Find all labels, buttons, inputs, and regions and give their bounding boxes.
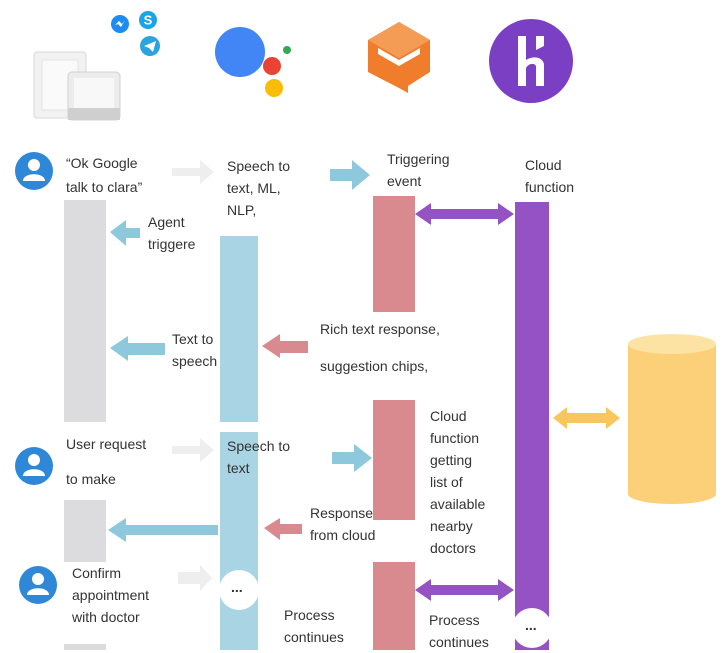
cloud-function-doctors-line-2: function (430, 430, 480, 446)
flow-arrow-ghost-3 (178, 565, 212, 591)
rich-text-response-line-1: Rich text response, (320, 321, 440, 337)
user-request-line-1: User request (66, 436, 147, 452)
flow-arrow-to-user (108, 518, 218, 542)
confirm-appointment-line-1: Confirm (72, 565, 122, 581)
devices-messaging-icon: S (28, 8, 168, 130)
confirm-appointment-line-3: with doctor (72, 609, 140, 625)
flow-arrow-to-dialogflow-2 (332, 444, 372, 472)
speech-ml-line-3: NLP, (227, 202, 257, 218)
assistant-lane-bar-2 (220, 432, 258, 650)
rich-text-response-line-2: suggestion chips, (320, 358, 429, 374)
user-device-lane-bar-3 (64, 644, 106, 650)
triggering-event-line-1: Triggering (387, 151, 450, 167)
flow-arrow-agent-triggered (110, 220, 140, 246)
user-icon (19, 566, 57, 604)
agent-triggered-line-2: triggere (148, 236, 196, 252)
user-icon (15, 152, 53, 190)
agent-triggered-line-1: Agent (148, 214, 185, 230)
flow-arrow-rich-response (262, 334, 308, 358)
cloud-function-doctors-line-3: getting (430, 452, 473, 468)
flow-arrow-webhook-2 (415, 579, 514, 601)
response-from-cloud-line-2: from cloud (310, 527, 376, 543)
cloud-function-lane-bar (515, 202, 549, 650)
flow-arrow-text-to-speech (110, 336, 165, 361)
user-device-lane-bar-2 (64, 500, 106, 562)
process-continues-2-line-1: Process (429, 612, 480, 628)
user-icon (15, 447, 53, 485)
dialogflow-lane-bar-2 (373, 400, 415, 520)
svg-text:S: S (144, 13, 153, 28)
user-request-line-2: to make (66, 471, 116, 487)
cloud-function-doctors-line-6: nearby (430, 518, 473, 534)
cloud-function-doctors-line-5: available (430, 496, 486, 512)
text-to-speech-line-2: speech (172, 353, 218, 369)
dialogflow-icon (364, 20, 434, 94)
flow-arrow-webhook-1 (415, 203, 514, 225)
process-continues-1-line-1: Process (284, 607, 335, 623)
continuation-circle-1 (219, 570, 259, 610)
database-icon (628, 334, 716, 504)
process-continues-1-line-2: continues (284, 629, 344, 645)
assistant-lane-bar-1 (220, 236, 258, 422)
response-from-cloud-line-1: Response (310, 505, 374, 521)
continuation-ellipsis-1: ... (231, 579, 243, 595)
heroku-icon (488, 18, 574, 104)
cloud-function-title-line-2: function (525, 179, 575, 195)
speech-ml-line-1: Speech to (227, 158, 291, 174)
flow-arrow-ghost-1 (172, 160, 214, 184)
flow-arrow-ghost-2 (172, 438, 214, 462)
continuation-ellipsis-2: ... (525, 617, 537, 633)
dialogflow-lane-bar-3 (373, 562, 415, 650)
google-assistant-icon (208, 22, 298, 104)
ok-google-line-2: talk to clara” (66, 179, 143, 195)
cloud-function-doctors-line-7: doctors (430, 540, 476, 556)
speech-ml-line-2: text, ML, (227, 180, 281, 196)
continuation-circle-2 (512, 608, 552, 648)
process-continues-2-line-2: continues (429, 634, 489, 650)
ok-google-line-1: “Ok Google (66, 155, 138, 171)
cloud-function-doctors-line-1: Cloud (430, 408, 467, 424)
speech-to-text-line-2: text (227, 460, 250, 476)
confirm-appointment-line-2: appointment (72, 587, 150, 603)
cloud-function-doctors-line-4: list of (430, 474, 463, 490)
dialogflow-lane-bar-1 (373, 196, 415, 312)
flow-arrow-response-from-cloud (264, 518, 302, 540)
flow-arrow-to-dialogflow-1 (330, 160, 370, 190)
triggering-event-line-2: event (387, 173, 422, 189)
speech-to-text-line-1: Speech to (227, 438, 291, 454)
flow-arrow-database (553, 407, 620, 429)
user-device-lane-bar-1 (64, 200, 106, 422)
cloud-function-title-line-1: Cloud (525, 157, 562, 173)
text-to-speech-line-1: Text to (172, 331, 214, 347)
